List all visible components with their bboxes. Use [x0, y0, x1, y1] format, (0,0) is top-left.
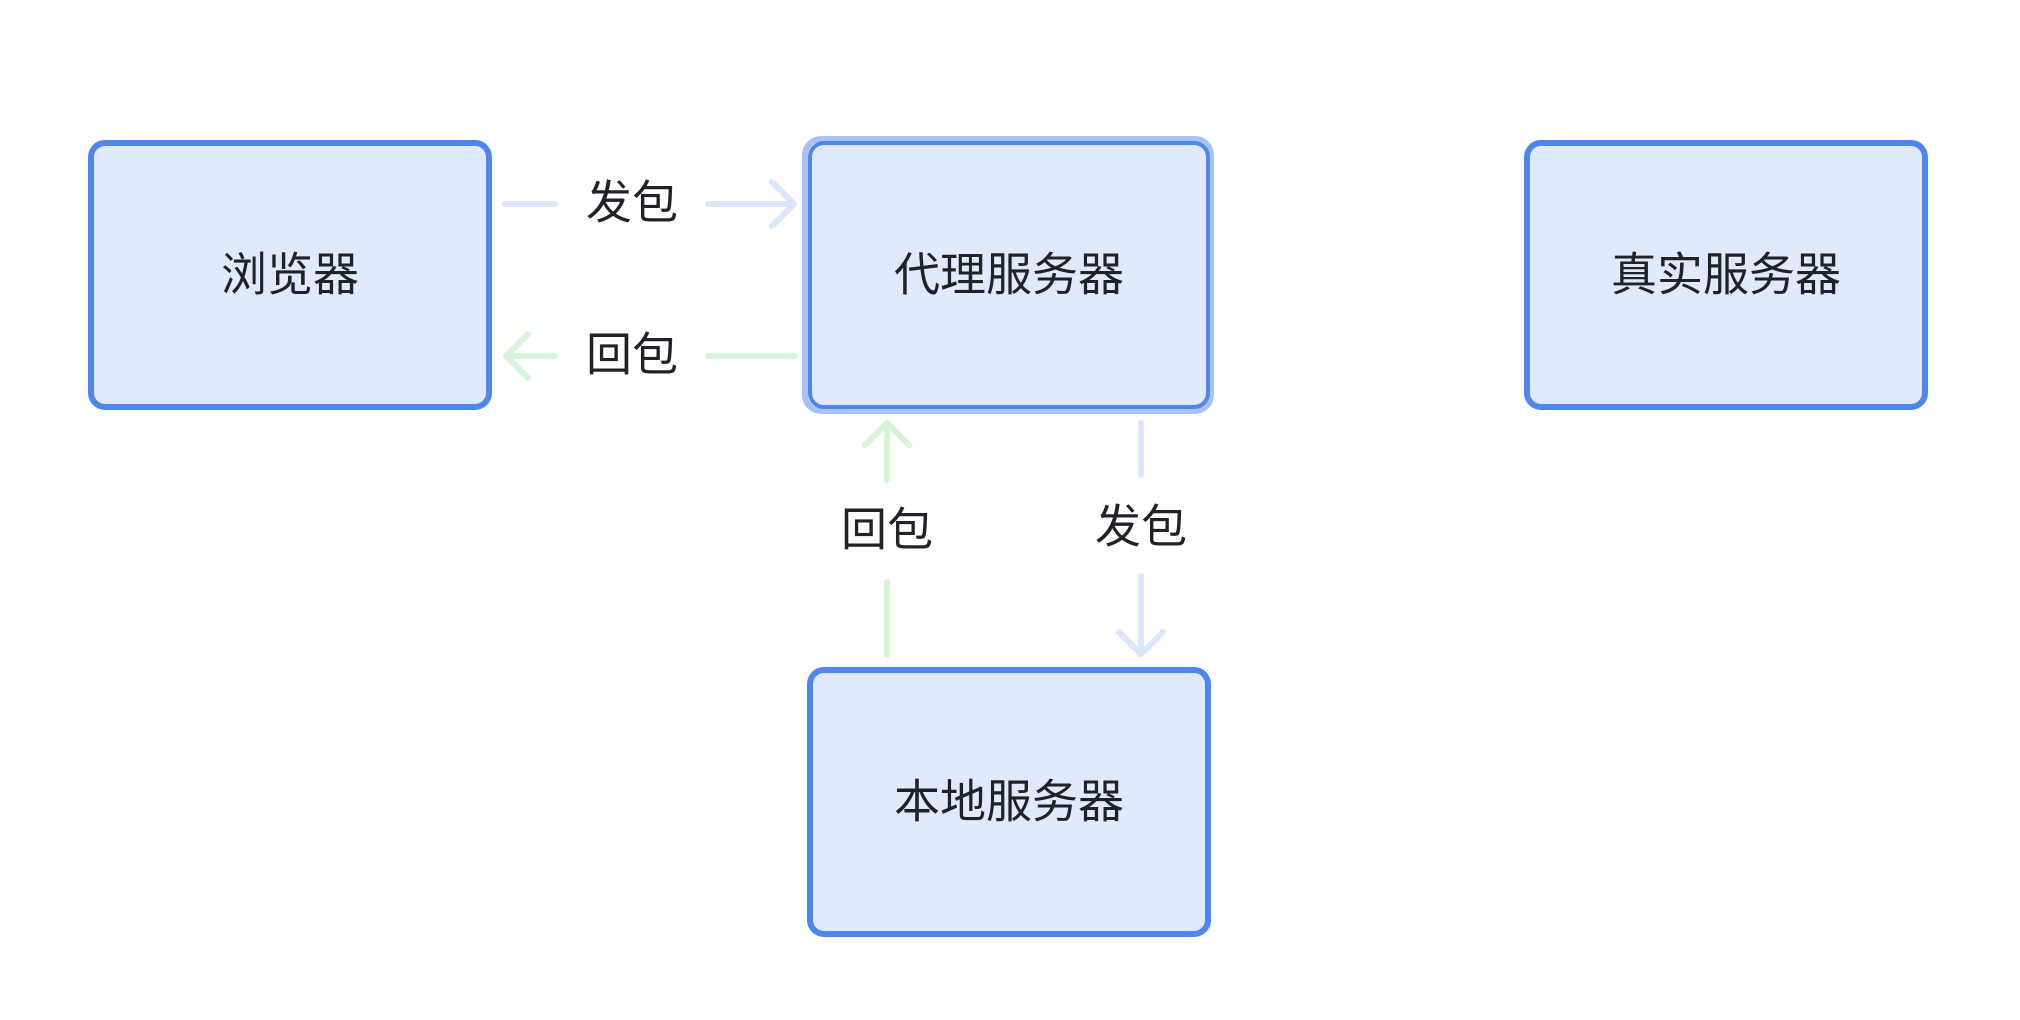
edge-proxy-to-browser-label: 回包	[586, 328, 678, 382]
node-browser-box	[88, 140, 492, 410]
edge-proxy-to-local-arrowhead	[1116, 629, 1166, 657]
node-local-server-label: 本地服务器	[894, 775, 1124, 829]
node-local-server[interactable]: 本地服务器	[807, 667, 1211, 937]
edge-local-to-proxy[interactable]: 回包	[841, 420, 933, 658]
node-browser[interactable]: 浏览器	[88, 140, 492, 410]
node-browser-label: 浏览器	[221, 248, 359, 302]
edge-proxy-to-browser-arrowhead	[503, 331, 531, 381]
node-proxy-server[interactable]: 代理服务器	[802, 136, 1214, 414]
edge-local-to-proxy-label: 回包	[841, 503, 933, 557]
node-real-server-box	[1524, 140, 1928, 410]
edge-browser-to-proxy-arrowhead	[769, 179, 797, 229]
node-proxy-server-label: 代理服务器	[894, 248, 1124, 302]
edge-proxy-to-local-label: 发包	[1095, 500, 1187, 554]
edge-browser-to-proxy[interactable]: 发包	[502, 176, 797, 230]
edge-proxy-to-browser[interactable]: 回包	[503, 328, 798, 382]
node-real-server-label: 真实服务器	[1611, 248, 1841, 302]
node-proxy-server-box	[808, 141, 1210, 409]
edge-local-to-proxy-arrowhead	[862, 420, 912, 448]
node-real-server[interactable]: 真实服务器	[1524, 140, 1928, 410]
edge-browser-to-proxy-label: 发包	[586, 176, 678, 230]
node-proxy-selection-outline	[802, 136, 1214, 414]
node-local-server-box	[807, 667, 1211, 937]
edge-proxy-to-local[interactable]: 发包	[1095, 420, 1187, 657]
